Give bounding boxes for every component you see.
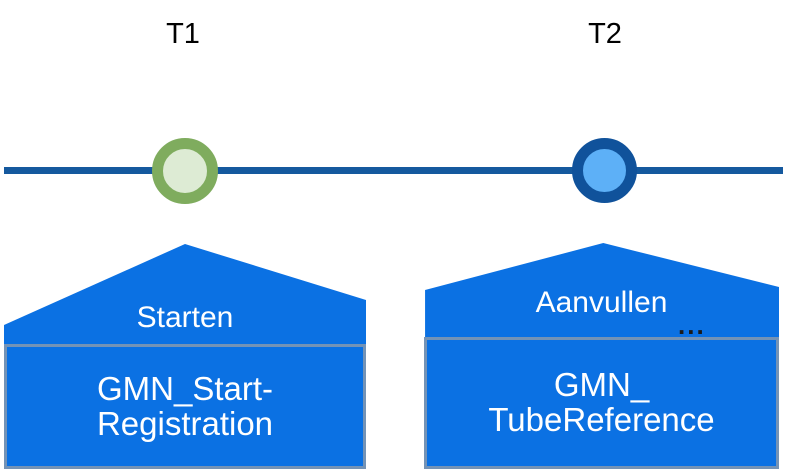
event-fill-message-label: GMN_ TubeReference [488, 366, 715, 438]
timeline-tick-label-t2: T2 [588, 18, 622, 50]
event-start-action-label: Starten [136, 301, 234, 334]
timeline-marker-t2-circle-icon[interactable] [572, 138, 637, 203]
event-fill-message-box[interactable]: GMN_ TubeReference [424, 337, 779, 469]
event-fill-ellipsis-annotation: ... [678, 310, 706, 340]
event-start-message-box[interactable]: GMN_Start- Registration [4, 344, 366, 469]
timeline-axis [4, 167, 783, 174]
timeline-marker-t1-circle-icon[interactable] [152, 138, 218, 204]
event-start-message-label: GMN_Start- Registration [96, 369, 274, 442]
timeline-tick-label-t1: T1 [166, 18, 200, 50]
event-fill-action-label: Aanvullen [535, 286, 668, 319]
